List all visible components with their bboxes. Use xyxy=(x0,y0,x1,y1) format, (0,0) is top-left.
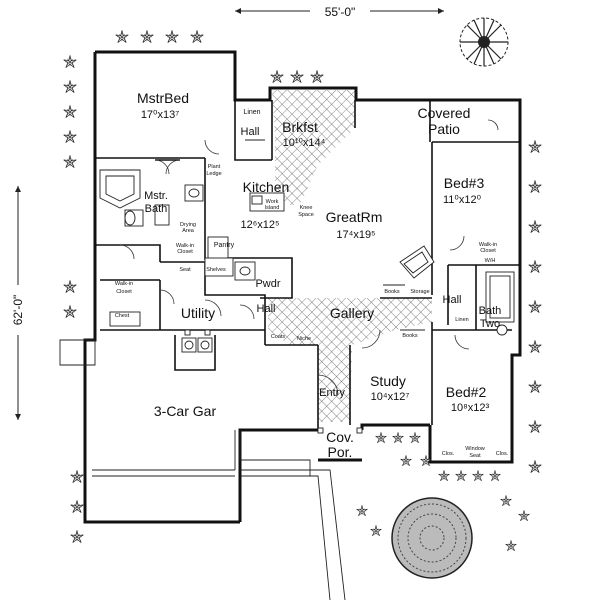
kitchen-size: 12⁶x12⁵ xyxy=(240,219,279,231)
width-label: 55'-0" xyxy=(325,5,356,19)
books-study-label: Books xyxy=(402,333,418,339)
master-bath-line1: Mstr. xyxy=(144,190,168,202)
bed3-name: Bed#3 xyxy=(444,175,485,191)
coats-label: Coats xyxy=(271,334,286,340)
porch-columns xyxy=(184,329,363,434)
bed2-name: Bed#2 xyxy=(446,384,487,400)
dimension-width: 55'-0" xyxy=(235,5,444,19)
closet-right-label: Clos. xyxy=(496,451,509,457)
landscaping xyxy=(63,17,542,579)
bush-bottom-right xyxy=(391,497,473,579)
gallery-name: Gallery xyxy=(330,305,374,321)
shelves-label: Shelves xyxy=(206,267,226,273)
plant-ledge-label-1: Plant xyxy=(208,164,221,170)
master-bath-line2: Bath xyxy=(145,203,168,215)
tree-top-right xyxy=(459,17,509,67)
covered-porch-line1: Cov. xyxy=(326,429,354,445)
walkin-small-label-1: Walk-in xyxy=(176,243,194,249)
annotations: Hall Hall Hall Linen Linen Plant Ledge W… xyxy=(115,109,509,459)
hall-master-label: Hall xyxy=(241,126,260,138)
walkin-bed3-label-1: Walk-in xyxy=(479,242,497,248)
master-bed-name: MstrBed xyxy=(137,90,189,106)
door-swings xyxy=(119,119,499,396)
walkin-bed3-label-2: Closet xyxy=(480,248,496,254)
powder-name: Pwdr xyxy=(255,278,280,290)
walkin-master-label-2: Closet xyxy=(116,289,132,295)
work-island-label-2: Island xyxy=(265,205,280,211)
hall-utility-label: Hall xyxy=(257,303,276,315)
window-seat-label-1: Window xyxy=(465,446,485,452)
window-seat-label-2: Seat xyxy=(469,453,481,459)
books-great-label: Books xyxy=(384,289,400,295)
seat-label: Seat xyxy=(179,267,191,273)
garage-name: 3-Car Gar xyxy=(154,403,217,419)
niche-label: Niche xyxy=(297,336,311,342)
study-name: Study xyxy=(370,373,406,389)
breakfast-size: 10¹⁰x14⁴ xyxy=(283,137,326,149)
closet-left-label: Clos. xyxy=(442,451,455,457)
garage-doors xyxy=(59,339,311,477)
bed3-size: 11⁰x12⁰ xyxy=(443,194,482,206)
depth-label: 62'-0" xyxy=(11,295,25,326)
great-room-size: 17⁴x19⁵ xyxy=(336,229,375,241)
knee-space-label-1: Knee xyxy=(300,205,313,211)
utility-name: Utility xyxy=(181,305,215,321)
linen-master-label: Linen xyxy=(243,109,260,116)
walkin-master-label-1: Walk-in xyxy=(115,281,133,287)
water-heater-label: W/H xyxy=(485,258,496,264)
bed2-size: 10⁸x12³ xyxy=(451,402,490,414)
bath-two-line1: Bath xyxy=(479,305,502,317)
hall-bed-label: Hall xyxy=(443,294,462,306)
covered-patio-line1: Covered xyxy=(418,105,471,121)
room-labels: MstrBed 17⁰x13⁷ Brkfst 10¹⁰x14⁴ Covered … xyxy=(137,90,501,460)
work-island-label-1: Work xyxy=(266,199,279,205)
covered-porch-line2: Por. xyxy=(328,444,353,460)
walkway xyxy=(300,469,346,600)
covered-patio-line2: Patio xyxy=(428,121,460,137)
drying-area-label-1: Drying xyxy=(180,222,196,228)
walkin-small-label-2: Closet xyxy=(177,249,193,255)
study-size: 10⁴x12⁷ xyxy=(371,391,410,403)
bath-two-line2: Two xyxy=(480,318,500,330)
chest-label: Chest xyxy=(115,313,130,319)
storage-label: Storage xyxy=(410,289,429,295)
knee-space-label-2: Space xyxy=(298,212,314,218)
linen-bath-label: Linen xyxy=(455,317,468,323)
kitchen-name: Kitchen xyxy=(243,179,290,195)
great-room-name: GreatRm xyxy=(326,209,383,225)
fixtures xyxy=(99,139,515,353)
drying-area-label-2: Area xyxy=(182,228,195,234)
pantry-label: Pantry xyxy=(214,242,235,249)
interior-walls xyxy=(95,100,520,522)
dimension-depth: 62'-0" xyxy=(11,186,25,420)
entry-name: Entry xyxy=(319,387,345,399)
breakfast-name: Brkfst xyxy=(282,119,318,135)
plant-ledge-label-2: Ledge xyxy=(206,171,221,177)
master-bed-size: 17⁰x13⁷ xyxy=(141,109,179,121)
